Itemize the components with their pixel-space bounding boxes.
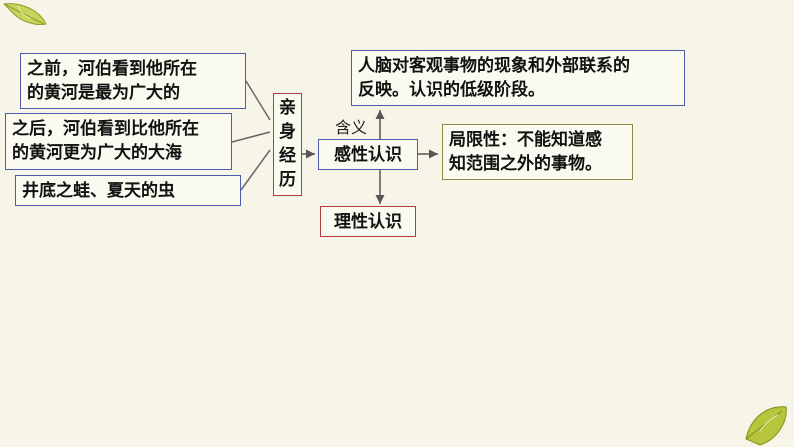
rational-cognition-text: 理性认识: [334, 212, 402, 232]
hebo-after-line-1: 之后，河伯看到比他所在: [12, 119, 199, 139]
perceptual-cognition-text: 感性认识: [334, 145, 402, 165]
hebo-after-box: 之后，河伯看到比他所在 的黄河更为广大的大海: [5, 113, 232, 170]
limitation-line-2: 知范围之外的事物。: [449, 154, 602, 174]
perceptual-cognition-box: 感性认识: [318, 139, 418, 170]
definition-line-2: 反映。认识的低级阶段。: [358, 80, 545, 100]
ginkgo-leaf-icon: [745, 406, 787, 446]
meaning-label: 含义: [335, 118, 368, 137]
limitation-line-1: 局限性：不能知道感: [449, 130, 602, 150]
rational-cognition-box: 理性认识: [320, 206, 416, 237]
ginkgo-leaf-icon: [2, 3, 47, 25]
definition-line-1: 人脑对客观事物的现象和外部联系的: [358, 56, 630, 76]
personal-experience-char-4: 历: [279, 170, 296, 190]
hebo-after-line-2: 的黄河更为广大的大海: [12, 143, 182, 163]
limitation-box: 局限性：不能知道感 知范围之外的事物。: [442, 124, 633, 180]
well-frog-box: 井底之蛙、夏天的虫: [15, 175, 241, 206]
well-frog-text: 井底之蛙、夏天的虫: [22, 181, 175, 201]
personal-experience-char-1: 亲: [279, 98, 296, 118]
personal-experience-char-3: 经: [279, 146, 296, 166]
hebo-before-box: 之前，河伯看到他所在 的黄河是最为广大的: [20, 53, 246, 109]
personal-experience-char-2: 身: [279, 122, 296, 142]
personal-experience-box: 亲 身 经 历: [273, 93, 302, 196]
hebo-before-line-2: 的黄河是最为广大的: [27, 83, 180, 103]
hebo-before-line-1: 之前，河伯看到他所在: [27, 59, 197, 79]
definition-box: 人脑对客观事物的现象和外部联系的 反映。认识的低级阶段。: [351, 50, 685, 106]
